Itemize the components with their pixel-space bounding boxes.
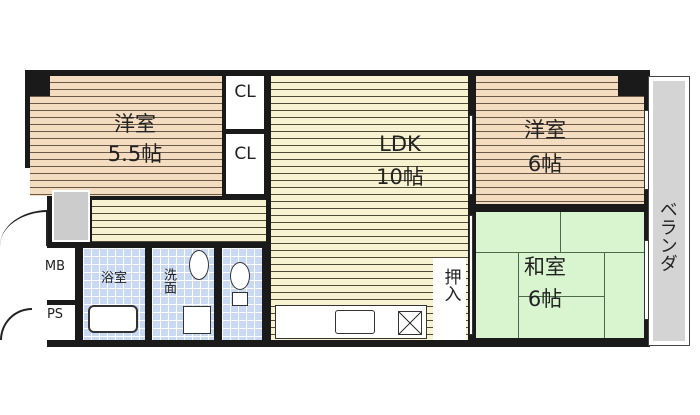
room-western-6 [476,76,644,204]
closet-label: CL [234,82,256,102]
toilet-tank-icon [232,292,248,306]
room-name: 洋室 [114,112,156,136]
sliding-door [469,115,473,195]
room-size: 10帖 [376,165,424,189]
mb-label: MB [44,259,66,274]
closet-label: CL [234,144,256,164]
sink-icon [335,310,375,334]
oshiire-label: 押入 [440,268,461,302]
room-size: 6帖 [527,152,563,176]
room-name: 洋室 [524,118,566,142]
pillar [618,76,644,96]
oshiire [433,258,466,340]
sliding-door [469,215,473,335]
washbasin-icon [189,250,209,280]
ps-space [35,305,75,340]
toilet-icon [230,262,250,290]
window [644,110,649,190]
closet-1 [226,76,264,129]
room-size: 5.5帖 [107,142,163,166]
washing-machine-icon [183,306,211,334]
veranda [648,76,690,346]
mb-space [35,248,75,300]
ps-label: PS [46,307,64,322]
room-japanese [476,212,644,338]
pillar [30,76,50,96]
room-western-5-5 [30,76,222,196]
bathtub-icon [88,305,138,333]
room-name: 和室 [524,255,566,279]
wash-label: 洗面 [160,268,176,294]
hallway [92,200,266,242]
entrance-door [0,210,48,246]
bath-label: 浴室 [100,271,127,286]
room-name: LDK [379,132,421,156]
veranda-label: ベランダ [656,200,678,272]
room-size: 6帖 [527,287,563,311]
closet-2 [226,134,264,194]
entrance [52,190,90,242]
stove-icon [398,311,422,335]
window [644,240,649,320]
ps-door [0,308,32,340]
